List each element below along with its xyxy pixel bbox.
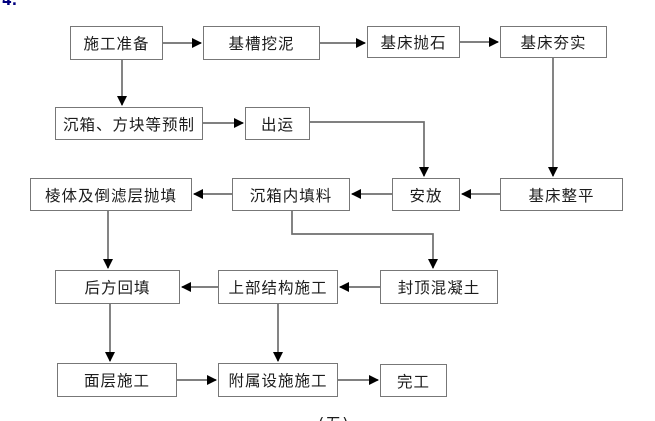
edge-caisson-infill-to-capping — [291, 211, 438, 269]
flow-node-trench-dredging: 基槽挖泥 — [203, 26, 320, 60]
flow-node-transport-out: 出运 — [245, 107, 310, 140]
flow-node-auxiliary-facilities: 附属设施施工 — [218, 363, 338, 397]
flow-node-completion: 完工 — [380, 364, 447, 397]
figure-caption: (五) — [318, 410, 350, 421]
flow-node-caisson-infill: 沉箱内填料 — [232, 178, 350, 211]
flow-node-placement: 安放 — [392, 178, 460, 211]
flow-node-capping-concrete: 封顶混凝土 — [380, 270, 498, 304]
flow-node-rear-backfill: 后方回填 — [55, 270, 180, 304]
flow-node-caisson-block-precast: 沉箱、方块等预制 — [55, 107, 203, 140]
flow-node-construction-preparation: 施工准备 — [70, 26, 163, 60]
section-number: 4. — [2, 0, 18, 9]
flow-node-bed-compaction: 基床夯实 — [500, 26, 607, 58]
edge-transport-to-placement — [310, 121, 429, 177]
flow-node-bed-leveling: 基床整平 — [500, 178, 623, 211]
flow-node-superstructure-construction: 上部结构施工 — [218, 270, 338, 304]
flow-node-bed-riprap: 基床抛石 — [367, 26, 460, 58]
flow-node-surface-course: 面层施工 — [57, 363, 177, 397]
flow-node-prism-filter-layer-fill: 棱体及倒滤层抛填 — [30, 178, 192, 211]
